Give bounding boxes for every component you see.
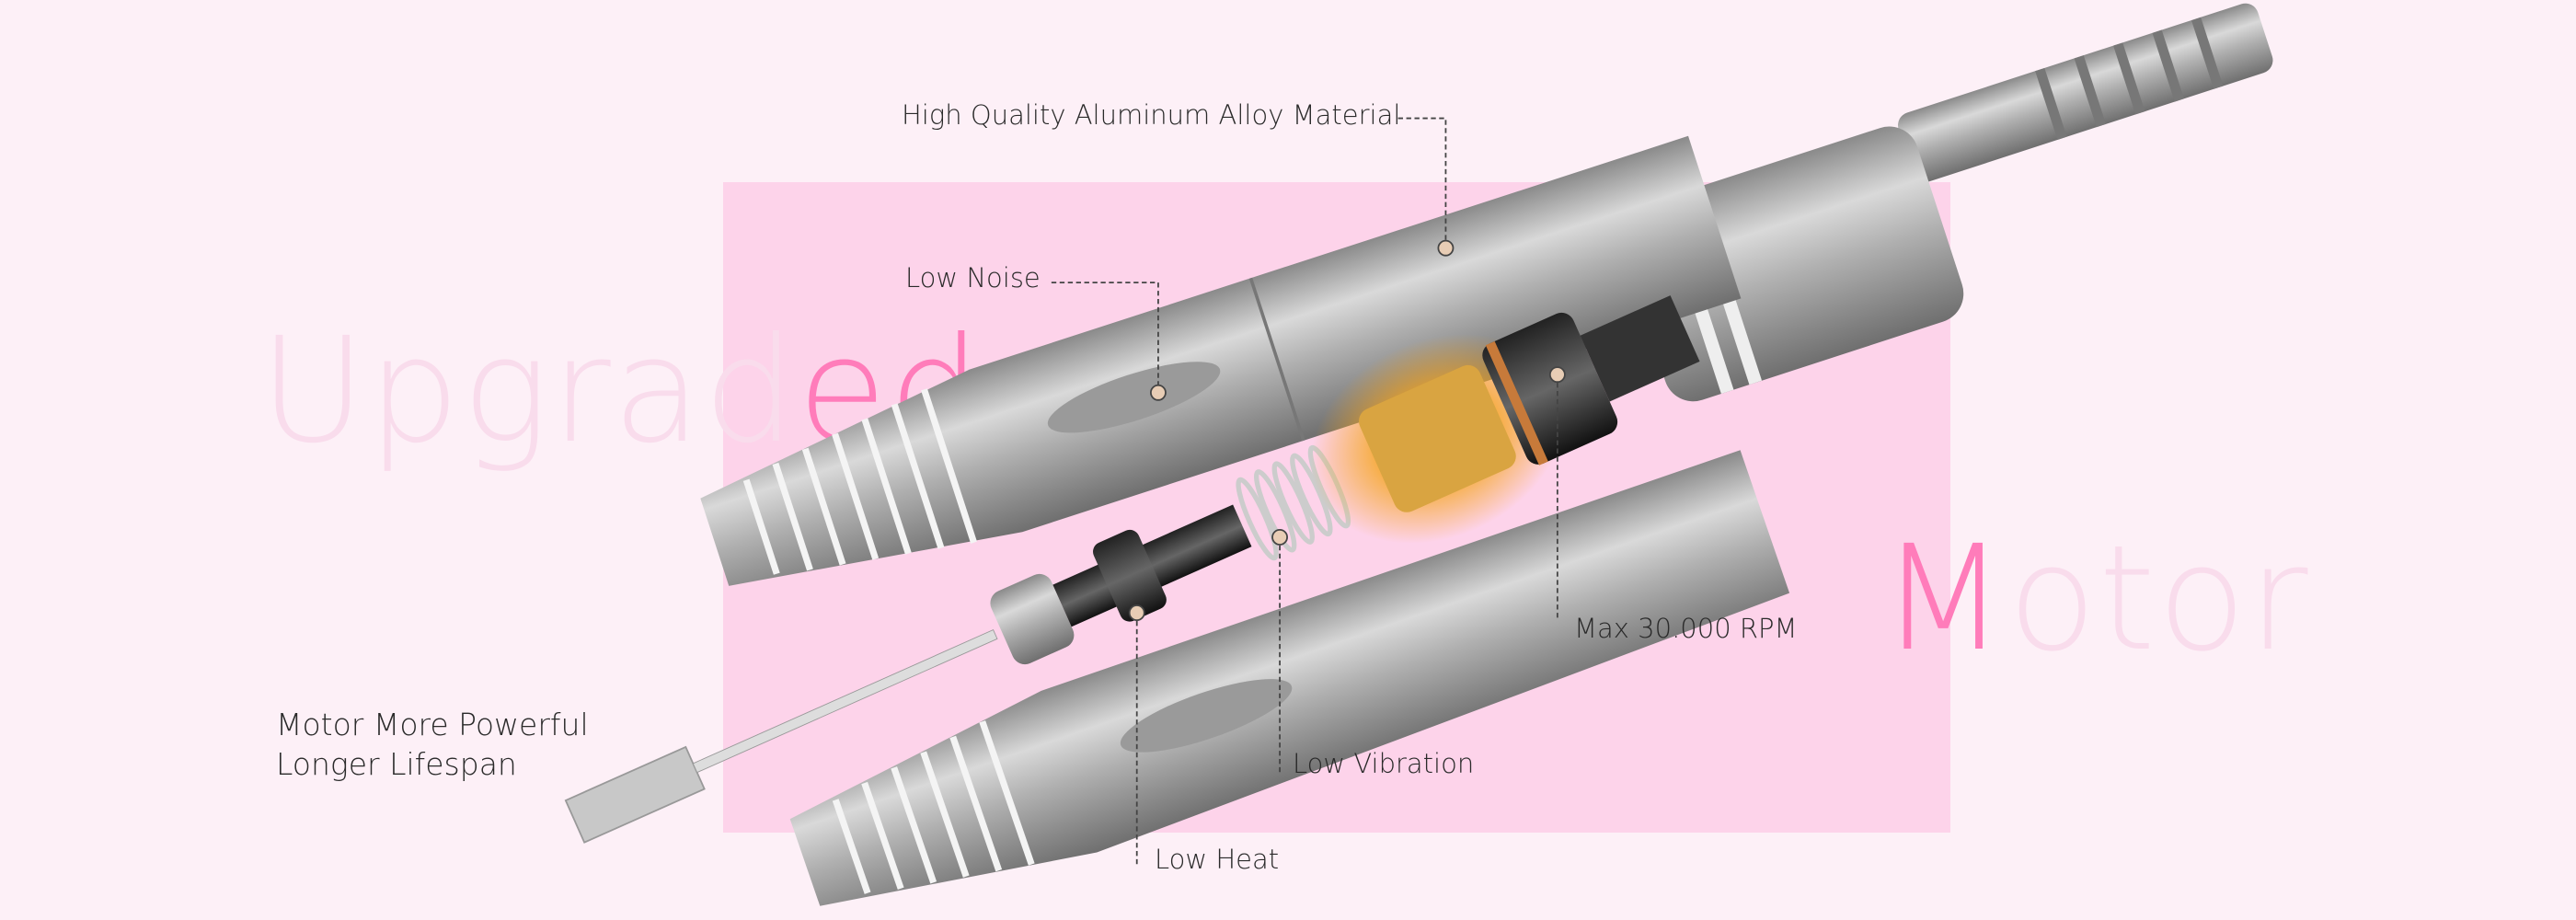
motor-core xyxy=(990,295,1700,665)
feature-power-line1: Motor More Powerful xyxy=(276,707,589,742)
feature-rpm-label: Max 30.000 RPM xyxy=(1574,613,1798,644)
headline-motor-plain: otor xyxy=(2007,514,2310,684)
leader-lines xyxy=(1051,117,1558,868)
feature-material-label: High Quality Aluminum Alloy Material xyxy=(902,99,1401,131)
upper-shell xyxy=(700,135,1742,586)
feature-power-label: Motor More Powerful Longer Lifespan xyxy=(276,705,589,784)
headline-motor: Motor xyxy=(1880,526,2310,672)
callout-dots xyxy=(1128,239,1566,621)
feature-heat-label: Low Heat xyxy=(1155,844,1280,875)
feature-power-line2: Longer Lifespan xyxy=(276,746,517,782)
drill-bit xyxy=(564,629,998,844)
headline-upgraded-plain: Upgrad xyxy=(259,306,798,476)
headline-motor-accent: M xyxy=(1880,514,2008,684)
lower-shell xyxy=(789,450,1790,906)
cord xyxy=(1898,3,2273,182)
feature-vibration-label: Low Vibration xyxy=(1293,748,1475,779)
feature-noise-label: Low Noise xyxy=(905,262,1041,293)
